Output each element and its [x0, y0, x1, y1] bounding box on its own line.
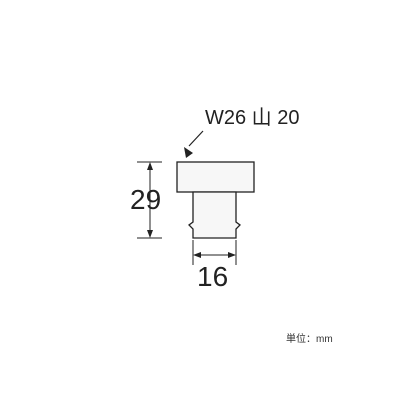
height-bottom-arrow: [147, 230, 153, 238]
unit-note: 単位：mm: [286, 334, 333, 345]
width-left-arrow: [193, 252, 201, 258]
thread-leader-arrow: [184, 147, 193, 158]
fitting-body: [188, 191, 241, 239]
fitting-head: [176, 161, 255, 193]
height-top-arrow: [147, 162, 153, 170]
width-dimension-label: 16: [197, 261, 229, 292]
width-right-arrow: [228, 252, 236, 258]
thread-leader-line: [188, 130, 204, 147]
height-dimension-label: 29: [130, 184, 162, 215]
thread-spec-label: W26 山 20: [205, 107, 300, 129]
